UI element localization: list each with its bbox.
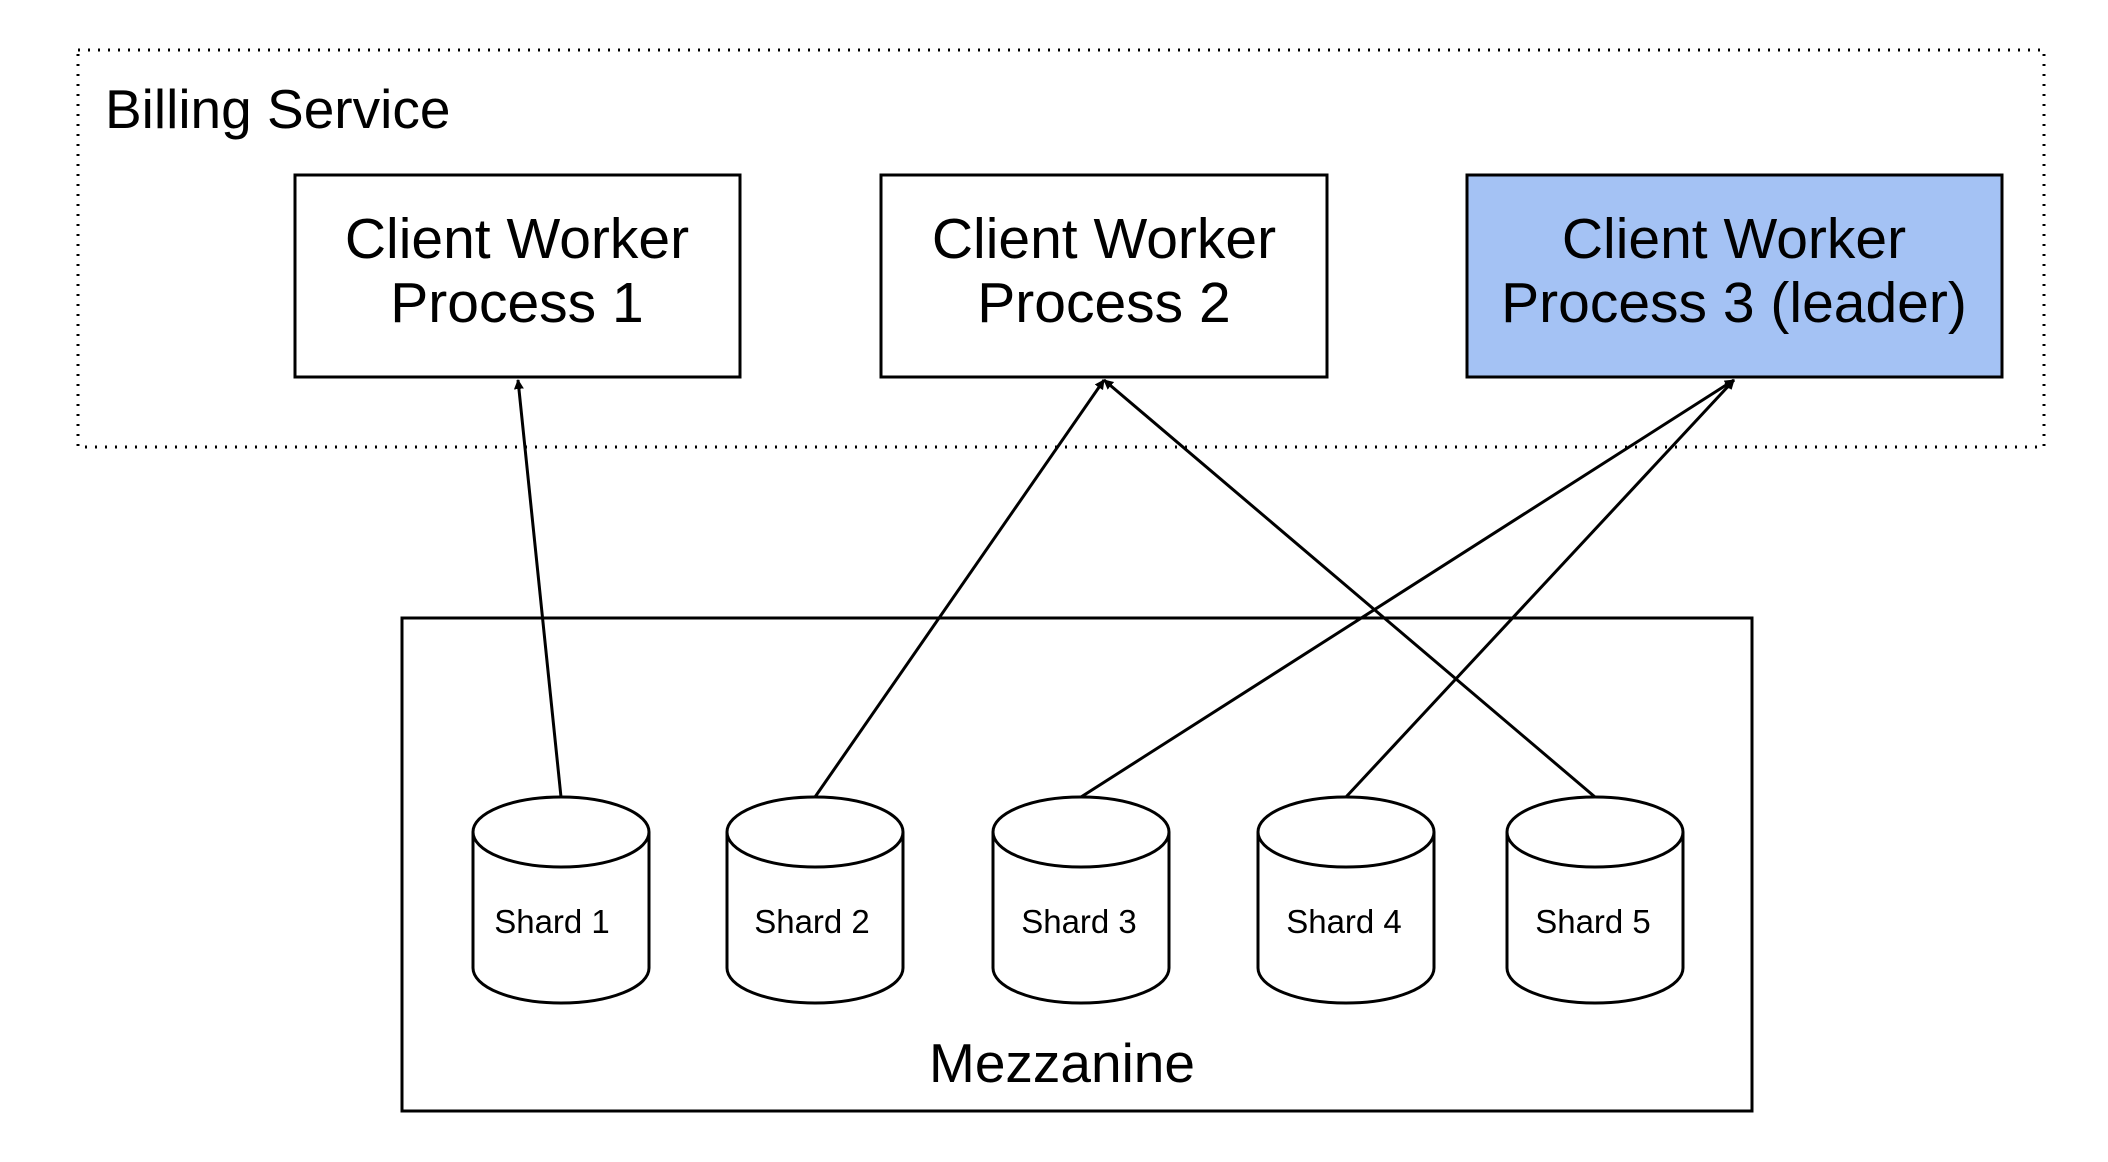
shard-2[interactable]: Shard 2 [725, 795, 905, 1005]
arrow-shard2-to-worker2 [813, 379, 1106, 798]
shard-5-label: Shard 5 [1535, 903, 1651, 940]
worker-box-2[interactable]: Client Worker Process 2 [879, 173, 1329, 379]
mezzanine-label: Mezzanine [929, 1032, 1195, 1094]
mezzanine-border [400, 616, 1754, 1113]
shard-4-label: Shard 4 [1286, 903, 1402, 940]
shard-3-label: Shard 3 [1021, 903, 1137, 940]
arrow-shard4-to-worker3 [1344, 378, 1736, 799]
worker-box-3-leader[interactable]: Client Worker Process 3 (leader) [1465, 173, 2004, 379]
worker-box-1-line2: Process 1 [390, 271, 643, 335]
worker-box-2-line2: Process 2 [977, 271, 1230, 335]
worker-box-1-line1: Client Worker [345, 207, 689, 271]
arrow-shard1-to-worker1 [513, 379, 563, 798]
shard-1[interactable]: Shard 1 [471, 795, 651, 1005]
shard-3[interactable]: Shard 3 [991, 795, 1171, 1005]
worker-box-1[interactable]: Client Worker Process 1 [293, 173, 742, 379]
connections [513, 378, 1736, 799]
arrow-shard3-to-worker3 [1080, 378, 1735, 799]
worker-box-3-line2: Process 3 (leader) [1501, 271, 1967, 335]
mezzanine-group: Mezzanine [400, 616, 1754, 1113]
billing-service-label: Billing Service [105, 78, 450, 140]
shard-2-label: Shard 2 [754, 903, 870, 940]
shard-1-label: Shard 1 [494, 903, 610, 940]
worker-box-2-line1: Client Worker [932, 207, 1276, 271]
worker-box-3-line1: Client Worker [1562, 207, 1906, 271]
arrow-shard5-to-worker2 [1103, 378, 1596, 799]
shard-5[interactable]: Shard 5 [1505, 795, 1685, 1005]
shard-4[interactable]: Shard 4 [1256, 795, 1436, 1005]
billing-service-group: Billing Service [76, 48, 2046, 449]
